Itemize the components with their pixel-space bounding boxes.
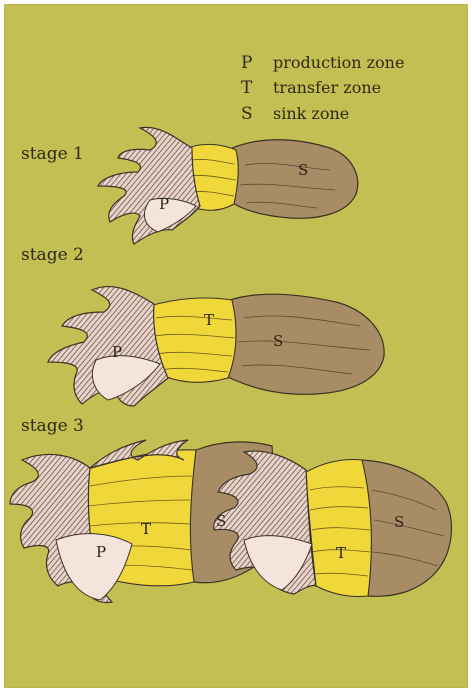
stage-2-zone-letter-production: P	[112, 345, 122, 360]
stage-2-zone-letter-transfer: T	[204, 313, 214, 328]
stage-1-zone-letter-production: P	[159, 197, 169, 212]
stage-3-zone-letter-transfer-right: T	[336, 546, 346, 561]
legend-key-production: P	[241, 55, 252, 72]
stage-1-zone-letter-sink: S	[298, 163, 308, 178]
legend-label-production: production zone	[273, 55, 404, 71]
stage-3-zone-letter-transfer-left: T	[141, 522, 151, 537]
stage-3-label: stage 3	[21, 418, 84, 435]
stage-1-delta	[98, 127, 358, 244]
stage-2-label: stage 2	[21, 247, 84, 264]
stage-1-sink-zone	[228, 140, 358, 219]
stage-3-zone-letter-sink-right: S	[394, 515, 404, 530]
stage-3-zone-letter-sink-left: S	[216, 514, 226, 529]
legend-label-transfer: transfer zone	[273, 80, 381, 96]
legend-label-sink: sink zone	[273, 106, 349, 122]
legend-key-transfer: T	[241, 80, 252, 97]
legend-key-sink: S	[241, 106, 253, 123]
stage-3-zone-letter-production: P	[96, 545, 106, 560]
stage-2-delta	[48, 287, 384, 406]
stage-2-zone-letter-sink: S	[273, 334, 283, 349]
stage-1-label: stage 1	[21, 146, 84, 163]
stage-2-sink-zone	[226, 294, 384, 394]
stage-3-sink-zone-right	[362, 460, 451, 596]
stage-3-delta	[10, 440, 451, 603]
